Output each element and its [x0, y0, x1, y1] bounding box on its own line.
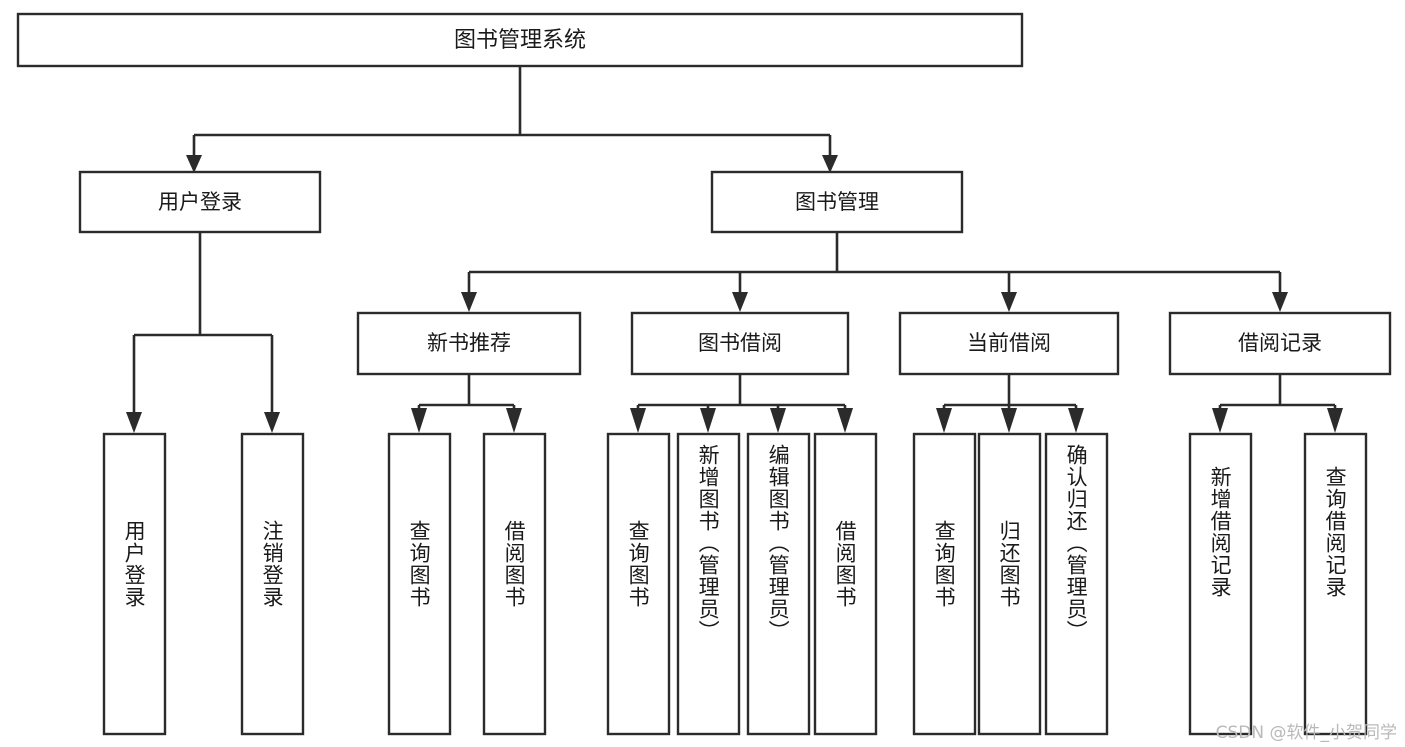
arrow-head-leaf-add-book	[700, 408, 716, 433]
node-book-manage[interactable]: 图书管理	[710, 170, 964, 234]
node-leaf-add-record-box[interactable]	[1188, 432, 1253, 736]
arrow-head-current-borrow	[1001, 292, 1017, 312]
connector-layer	[126, 66, 1343, 433]
node-new-book-rec-label: 新书推荐	[427, 331, 511, 355]
node-current-borrow[interactable]: 当前借阅	[898, 311, 1120, 376]
arrow-head-book-manage	[822, 155, 838, 173]
node-leaf-user-login-box[interactable]	[102, 432, 167, 736]
arrow-head-leaf-add-record	[1212, 408, 1228, 433]
node-book-borrow-label: 图书借阅	[698, 331, 782, 355]
node-book-manage-box[interactable]	[710, 170, 964, 234]
node-root-box[interactable]	[16, 12, 1024, 68]
node-current-borrow-box[interactable]	[898, 311, 1120, 376]
node-borrow-record-label: 借阅记录	[1238, 331, 1322, 355]
node-borrow-record[interactable]: 借阅记录	[1168, 311, 1392, 376]
node-root-label: 图书管理系统	[454, 28, 586, 53]
arrow-head-leaf-query-book-1	[411, 408, 427, 433]
node-leaf-confirm-return-box[interactable]	[1044, 432, 1109, 736]
node-user-login-label: 用户登录	[158, 190, 242, 214]
arrow-head-user-login	[186, 155, 202, 173]
node-book-manage-label: 图书管理	[795, 190, 879, 214]
node-leaf-query-book-2-box[interactable]	[606, 432, 671, 736]
node-leaf-user-logout-box[interactable]	[240, 432, 305, 736]
node-leaf-query-record-box[interactable]	[1303, 432, 1368, 736]
node-leaf-return-book-box[interactable]	[977, 432, 1042, 736]
node-layer: 图书管理系统 用户登录 图书管理 新书推荐 图书借阅 当前	[16, 12, 1392, 736]
node-user-login[interactable]: 用户登录	[78, 170, 322, 234]
arrow-head-leaf-borrow-book-2	[837, 408, 853, 433]
arrow-head-leaf-user-logout	[264, 412, 280, 433]
arrow-head-leaf-user-login	[126, 412, 142, 433]
node-book-borrow-box[interactable]	[630, 311, 850, 376]
node-leaf-borrow-book-2-box[interactable]	[813, 432, 878, 736]
node-root[interactable]: 图书管理系统	[16, 12, 1024, 68]
node-leaf-query-book-1-box[interactable]	[387, 432, 452, 736]
node-leaf-borrow-book-1-box[interactable]	[482, 432, 547, 736]
node-leaf-add-book-box[interactable]	[676, 432, 741, 736]
node-user-login-box[interactable]	[78, 170, 322, 234]
arrow-head-leaf-return-book	[1001, 408, 1017, 433]
arrow-head-leaf-confirm-return	[1068, 408, 1084, 433]
node-current-borrow-label: 当前借阅	[967, 331, 1051, 355]
arrow-head-leaf-edit-book	[770, 408, 786, 433]
node-leaf-edit-book-box[interactable]	[746, 432, 811, 736]
arrow-head-new-book-rec	[461, 292, 477, 312]
node-book-borrow[interactable]: 图书借阅	[630, 311, 850, 376]
arrow-head-leaf-borrow-book-1	[506, 408, 522, 433]
arrow-head-book-borrow	[732, 292, 748, 312]
node-borrow-record-box[interactable]	[1168, 311, 1392, 376]
arrow-head-leaf-query-book-2	[630, 408, 646, 433]
arrow-head-leaf-query-book-3	[936, 408, 952, 433]
csdn-watermark: CSDN @软件_小贺同学	[1215, 723, 1397, 743]
arrow-head-borrow-record	[1272, 292, 1288, 312]
node-new-book-rec-box[interactable]	[356, 311, 582, 376]
node-new-book-rec[interactable]: 新书推荐	[356, 311, 582, 376]
node-leaf-query-book-3-box[interactable]	[912, 432, 977, 736]
arrow-head-leaf-query-record	[1327, 408, 1343, 433]
